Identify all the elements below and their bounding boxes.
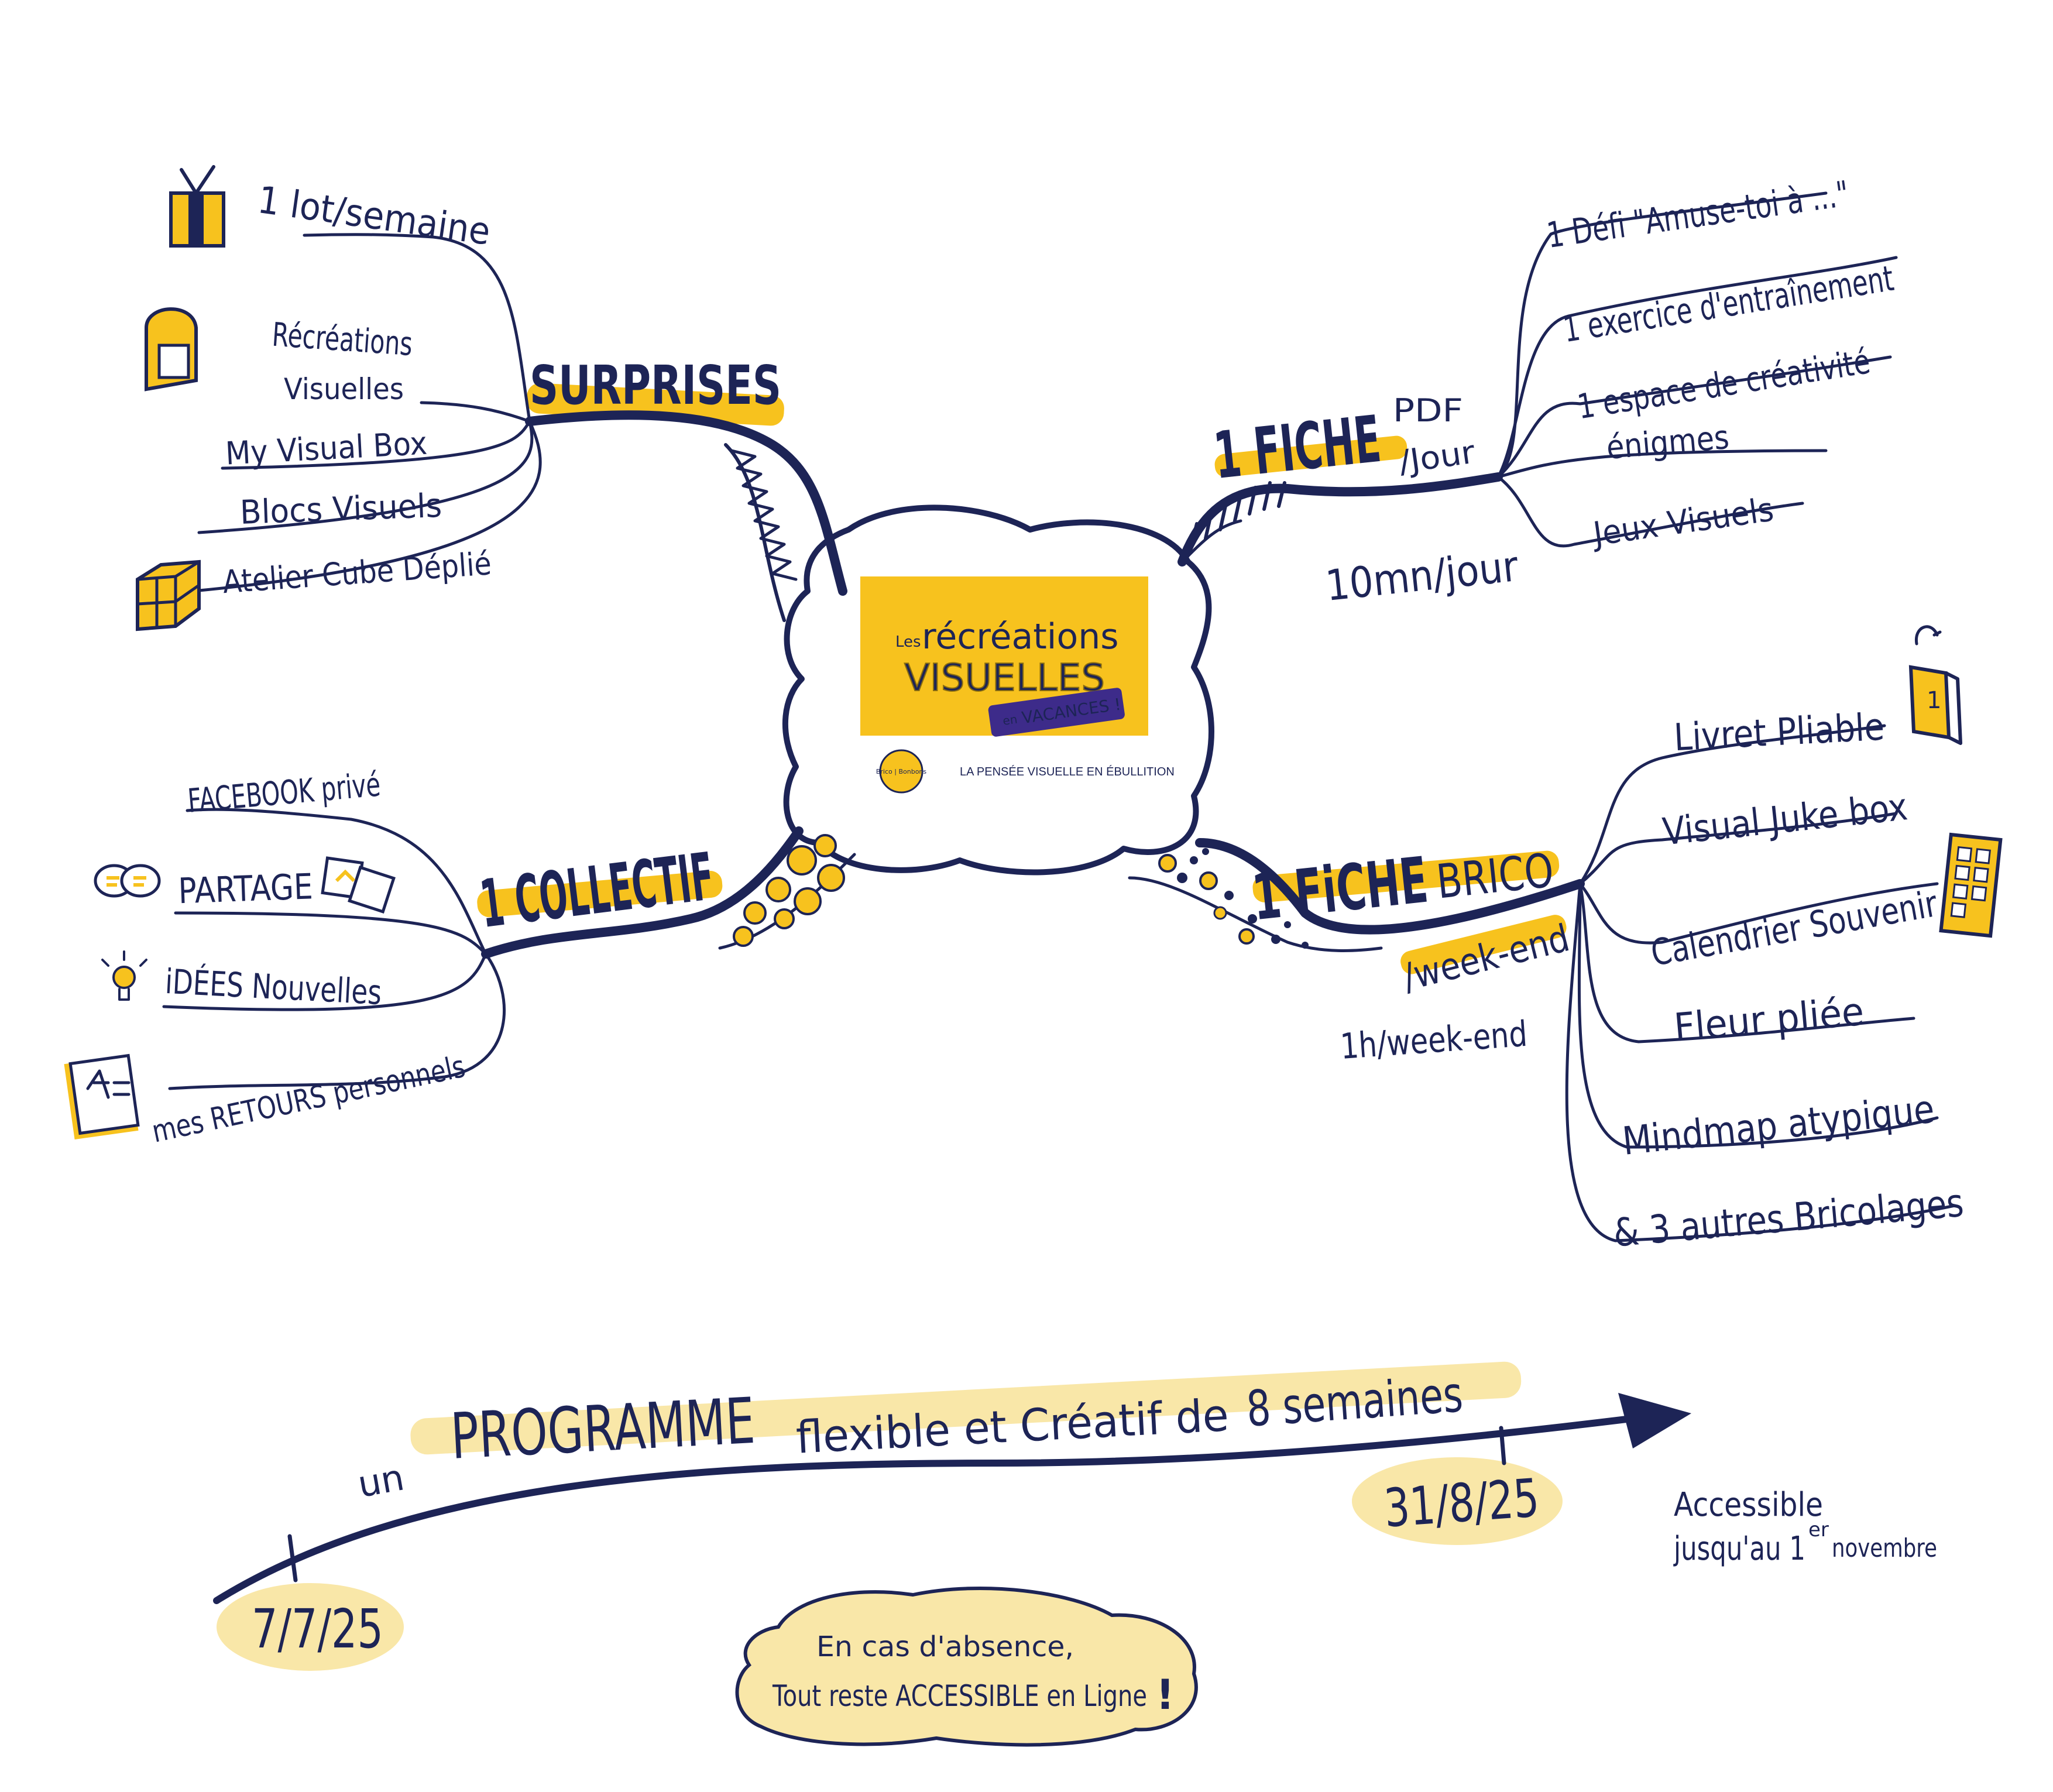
timeline-ticks <box>287 1426 1506 1582</box>
booklet-number: 1 <box>1927 687 1941 714</box>
arrow-head-icon <box>1618 1393 1691 1448</box>
notes-icon <box>64 1053 140 1140</box>
absence-note: En cas d'absence, Tout reste ACCESSIBLE … <box>735 1586 1198 1747</box>
accessible-line-2: jusqu'au 1 <box>1673 1530 1805 1568</box>
accessible-line-3: novembre <box>1832 1533 1937 1563</box>
accessible-line-1: Accessible <box>1674 1486 1823 1524</box>
cube-icon <box>136 559 201 631</box>
gift-icon <box>169 165 225 248</box>
item-defi: 1 Défi "Amuse-toi à ..." <box>1544 173 1852 256</box>
timeline-un: un <box>355 1455 407 1506</box>
item-blocs-visuels: Blocs Visuels <box>239 487 442 532</box>
branch-surprises: SURPRISES 1 lot/semaine Récréations Visu… <box>136 165 847 631</box>
logo-en: en <box>1002 712 1018 728</box>
logo-recreations: récréations <box>922 616 1118 657</box>
timeline-programme: PROGRAMME <box>449 1385 757 1474</box>
accessible-superscript: er <box>1808 1518 1829 1542</box>
logo-les: Les <box>895 633 921 651</box>
end-date-highlight <box>1352 1457 1563 1545</box>
item-calendrier-souvenir: Calendrier Souvenir <box>1647 882 1941 974</box>
note-line-2: Tout reste ACCESSIBLE en Ligne <box>772 1679 1147 1713</box>
pictures-icon <box>321 856 396 914</box>
item-exercice: 1 exercice d'entraînement <box>1561 258 1897 351</box>
note-exclamation: ! <box>1156 1671 1175 1719</box>
collectif-dots <box>733 834 845 947</box>
branch-fiche-pdf: 1 FICHE PDF /Jour 10mn/jour 1 Défi "Amus… <box>1177 173 1898 610</box>
item-atelier-cube: Atelier Cube Déplié <box>221 545 492 600</box>
fiche-brico-duration: 1h/week-end <box>1339 1014 1529 1067</box>
mailbox-icon <box>145 307 198 392</box>
item-espace-creativite: 1 espace de créativité <box>1575 341 1873 427</box>
timeline-arrow <box>213 1413 1654 1604</box>
item-jeux-visuels: Jeux Visuels <box>1589 490 1776 554</box>
item-visuelles: Visuelles <box>284 372 404 406</box>
lightbulb-icon <box>101 950 147 1001</box>
item-fleur-pliee: Fleur pliée <box>1672 989 1865 1051</box>
timeline: un PROGRAMME flexible et Créatif de 8 se… <box>213 1361 1937 1671</box>
fiche-brico-label: BRICO <box>1434 843 1556 909</box>
item-mindmap-atypique: Mindmap atypique <box>1621 1086 1937 1164</box>
booklet-icon: 1 <box>1908 625 1962 745</box>
item-my-visual-box: My Visual Box <box>225 425 428 472</box>
item-1-lot-semaine: 1 lot/semaine <box>255 178 493 254</box>
branch-title-1-collectif: 1 COLLECTIF <box>476 839 718 943</box>
brico-dots <box>1158 848 1309 949</box>
fiche-duration: 10mn/jour <box>1323 541 1520 610</box>
end-date: 31/8/25 <box>1382 1467 1542 1539</box>
item-recreations: Récréations <box>271 316 414 364</box>
branch-title-1-fiche: 1 FICHE <box>1210 401 1384 493</box>
speech-bubbles-icon <box>94 864 161 898</box>
item-autres-bricolages: & 3 autres Bricolages <box>1612 1180 1965 1256</box>
item-idees-nouvelles: iDÉES Nouvelles <box>164 961 383 1012</box>
branch-collectif: 1 COLLECTIF FACEBOOK privé PARTAGE iDÉES… <box>64 765 856 1150</box>
central-logo: Les récréations VISUELLES en VACANCES ! … <box>860 576 1175 794</box>
logo-vacances-badge <box>988 688 1125 737</box>
logo-visuelles: VISUELLES <box>904 657 1105 700</box>
branch-fiche-brico: 1 FiCHE BRICO /week-end 1h/week-end Livr… <box>1128 625 2003 1256</box>
item-livret-pliable: Livret Pliable <box>1673 706 1885 760</box>
note-line-1: En cas d'absence, <box>816 1630 1074 1663</box>
fiche-pdf-label: PDF <box>1393 392 1463 429</box>
item-retours: mes RETOURS personnels <box>149 1049 469 1150</box>
item-visual-juke-box: Visual Juke box <box>1661 785 1910 854</box>
brand-badge-icon <box>879 749 923 794</box>
item-partage: PARTAGE <box>177 866 313 912</box>
timeline-highlight <box>410 1361 1522 1455</box>
fiche-jour-label: /Jour <box>1396 433 1477 480</box>
item-enigmes: énigmes <box>1605 418 1731 467</box>
brand-badge-text: Brico | Bonbons <box>876 768 927 775</box>
branch-title-surprises: SURPRISES <box>530 354 781 417</box>
calendar-icon <box>1939 832 2003 938</box>
start-date-highlight <box>217 1583 404 1671</box>
branch-title-1-fiche-brico: 1 FiCHE <box>1249 844 1431 935</box>
note-cloud <box>735 1586 1198 1747</box>
start-date: 7/7/25 <box>252 1598 383 1660</box>
tagline: LA PENSÉE VISUELLE EN ÉBULLITION <box>960 765 1175 778</box>
central-cloud <box>782 504 1214 876</box>
